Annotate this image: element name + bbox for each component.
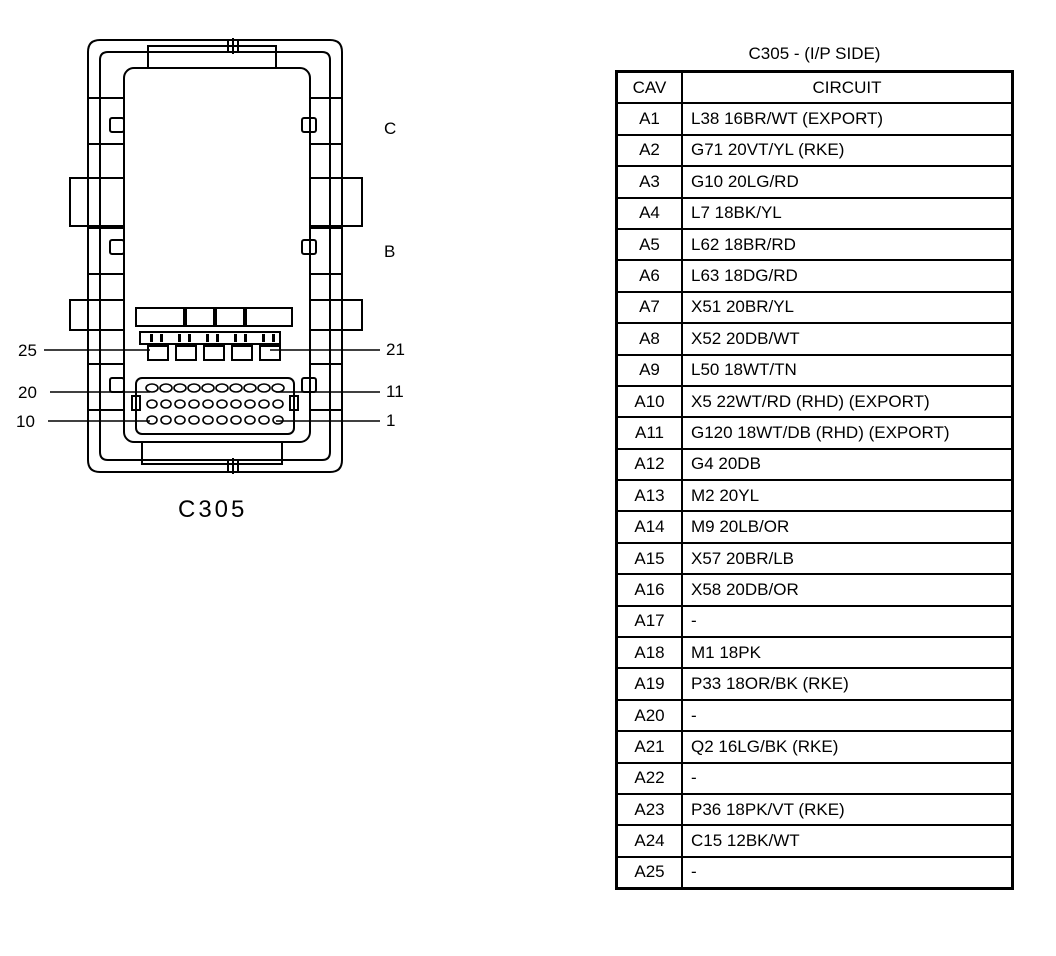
cell-circuit: - bbox=[681, 604, 1014, 639]
cell-circuit: M1 18PK bbox=[681, 636, 1014, 670]
cell-circuit: P33 18OR/BK (RKE) bbox=[681, 667, 1014, 701]
cell-cav: A23 bbox=[615, 792, 683, 827]
cell-circuit: X51 20BR/YL bbox=[681, 290, 1014, 325]
cell-circuit: G120 18WT/DB (RHD) (EXPORT) bbox=[681, 416, 1014, 450]
side-label-b: B bbox=[384, 242, 396, 261]
cell-cav: A14 bbox=[615, 510, 683, 544]
cell-cav: A17 bbox=[615, 604, 683, 639]
pin-label-1: 1 bbox=[386, 411, 396, 430]
cell-cav: A24 bbox=[615, 824, 683, 858]
cell-cav: A4 bbox=[615, 196, 683, 230]
cell-circuit: X58 20DB/OR bbox=[681, 573, 1014, 607]
cell-circuit: C15 12BK/WT bbox=[681, 824, 1014, 858]
pin-label-10: 10 bbox=[16, 412, 35, 431]
cell-cav: A21 bbox=[615, 730, 683, 764]
cell-circuit: X5 22WT/RD (RHD) (EXPORT) bbox=[681, 384, 1014, 419]
connector-name: C305 bbox=[178, 496, 248, 523]
cell-circuit: Q2 16LG/BK (RKE) bbox=[681, 730, 1014, 764]
cell-cav: A13 bbox=[615, 479, 683, 513]
cell-circuit: - bbox=[681, 855, 1014, 890]
table-header-row: CAV CIRCUIT bbox=[615, 70, 1014, 105]
connector-outer-shell bbox=[87, 39, 343, 473]
cell-circuit: M2 20YL bbox=[681, 479, 1014, 513]
connector-inner-shell bbox=[99, 51, 331, 461]
pin-label-11: 11 bbox=[386, 382, 404, 401]
cell-cav: A20 bbox=[615, 698, 683, 733]
cell-circuit: G10 20LG/RD bbox=[681, 165, 1014, 199]
header-circuit: CIRCUIT bbox=[681, 70, 1014, 105]
cell-circuit: L7 18BK/YL bbox=[681, 196, 1014, 230]
cell-cav: A3 bbox=[615, 165, 683, 199]
terminal-block bbox=[135, 377, 295, 435]
cell-cav: A1 bbox=[615, 102, 683, 136]
cell-cav: A11 bbox=[615, 416, 683, 450]
pin-label-25: 25 bbox=[18, 341, 37, 360]
cell-circuit: X52 20DB/WT bbox=[681, 322, 1014, 356]
cell-circuit: L38 16BR/WT (EXPORT) bbox=[681, 102, 1014, 136]
cell-cav: A15 bbox=[615, 541, 683, 576]
cell-circuit: L63 18DG/RD bbox=[681, 259, 1014, 293]
connector-drawing bbox=[44, 38, 380, 474]
cell-cav: A2 bbox=[615, 133, 683, 168]
cell-cav: A12 bbox=[615, 447, 683, 482]
cell-cav: A9 bbox=[615, 353, 683, 387]
cell-cav: A6 bbox=[615, 259, 683, 293]
table-row: A20- bbox=[615, 698, 1014, 733]
table-row: A25- bbox=[615, 855, 1014, 890]
cell-circuit: M9 20LB/OR bbox=[681, 510, 1014, 544]
cell-circuit: L62 18BR/RD bbox=[681, 227, 1014, 262]
cell-cav: A5 bbox=[615, 227, 683, 262]
cell-cav: A19 bbox=[615, 667, 683, 701]
pin-label-21: 21 bbox=[386, 340, 405, 359]
cell-cav: A22 bbox=[615, 761, 683, 795]
cell-cav: A8 bbox=[615, 322, 683, 356]
cell-circuit: G71 20VT/YL (RKE) bbox=[681, 133, 1014, 168]
cell-circuit: - bbox=[681, 698, 1014, 733]
cell-cav: A10 bbox=[615, 384, 683, 419]
cell-circuit: - bbox=[681, 761, 1014, 795]
cell-circuit: L50 18WT/TN bbox=[681, 353, 1014, 387]
table-row: A17- bbox=[615, 604, 1014, 639]
top-latch bbox=[147, 45, 277, 69]
table-title: C305 - (I/P SIDE) bbox=[748, 44, 881, 63]
cell-cav: A16 bbox=[615, 573, 683, 607]
cell-circuit: X57 20BR/LB bbox=[681, 541, 1014, 576]
cell-circuit: P36 18PK/VT (RKE) bbox=[681, 792, 1014, 827]
side-label-c: C bbox=[384, 119, 397, 138]
table-row: A22- bbox=[615, 761, 1014, 795]
cell-cav: A18 bbox=[615, 636, 683, 670]
cell-cav: A25 bbox=[615, 855, 683, 890]
cell-circuit: G4 20DB bbox=[681, 447, 1014, 482]
header-cav: CAV bbox=[615, 70, 683, 105]
pin-label-20: 20 bbox=[18, 383, 37, 402]
cell-cav: A7 bbox=[615, 290, 683, 325]
